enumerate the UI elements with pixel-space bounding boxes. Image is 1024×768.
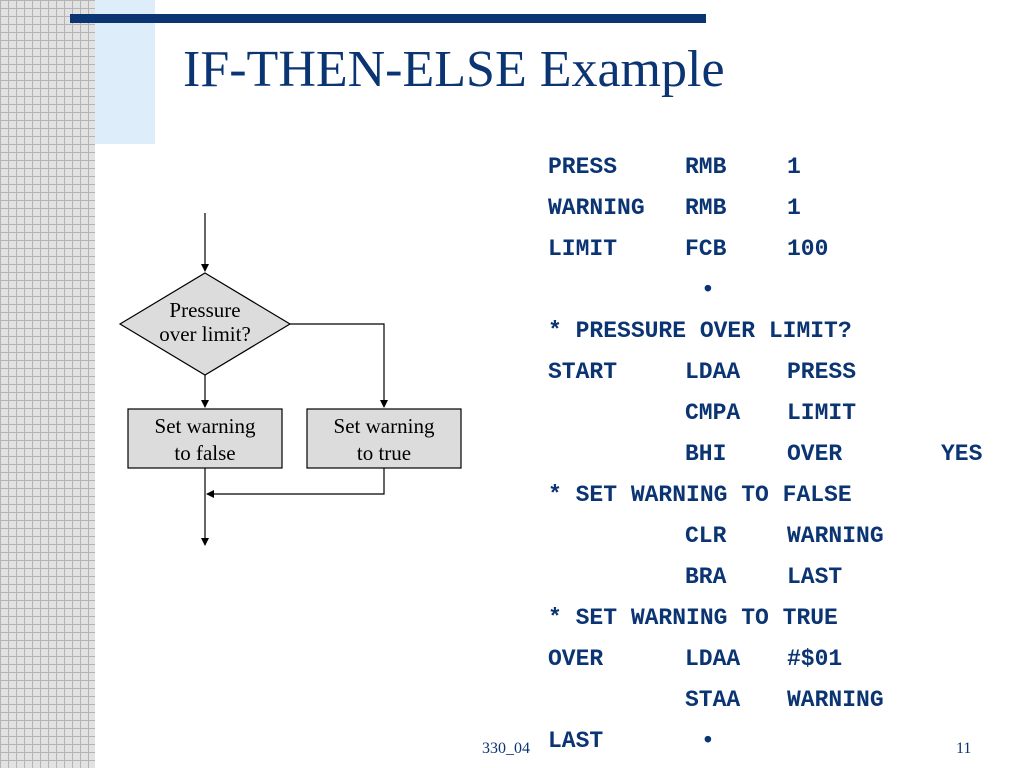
code-label: OVER	[548, 646, 604, 672]
code-opcode: CMPA	[685, 400, 741, 426]
code-opcode: STAA	[685, 687, 741, 713]
yes-branch-arrow	[290, 323, 388, 408]
code-operand: LAST	[787, 564, 843, 590]
code-label: WARNING	[548, 195, 645, 221]
code-operand: #$01	[787, 646, 843, 672]
code-label: LIMIT	[548, 236, 618, 262]
code-operand: WARNING	[787, 687, 884, 713]
false-box-line2: to false	[174, 441, 235, 465]
accent-block	[95, 0, 155, 144]
code-operand: OVER	[787, 441, 843, 467]
title-bar	[70, 14, 706, 23]
code-operand: PRESS	[787, 359, 857, 385]
code-label: PRESS	[548, 154, 618, 180]
page-number: 11	[956, 740, 972, 757]
footer-course-code: 330_04	[482, 740, 530, 757]
code-comment-text: * SET WARNING TO TRUE	[548, 605, 838, 631]
code-opcode: BRA	[685, 564, 727, 590]
merge-arrow	[206, 468, 385, 498]
code-operand: 100	[787, 236, 829, 262]
true-box-line1: Set warning	[334, 414, 435, 438]
decision-label-line2: over limit?	[159, 322, 251, 346]
code-annotation: YES	[941, 441, 983, 467]
code-label: START	[548, 359, 618, 385]
decision-label-line1: Pressure	[169, 298, 240, 322]
code-comment-text: * PRESSURE OVER LIMIT?	[548, 318, 852, 344]
code-operand: 1	[787, 195, 801, 221]
code-label: LAST	[548, 728, 604, 754]
code-opcode: CLR	[685, 523, 727, 549]
code-opcode: RMB	[685, 195, 727, 221]
code-operand: 1	[787, 154, 801, 180]
set-warning-true-box	[306, 408, 462, 469]
code-opcode: FCB	[685, 236, 727, 262]
code-opcode: LDAA	[685, 646, 741, 672]
grid-side-pattern	[0, 0, 95, 768]
false-box-line1: Set warning	[155, 414, 256, 438]
slide-title: IF-THEN-ELSE Example	[183, 41, 725, 98]
true-box-line2: to true	[357, 441, 411, 465]
code-opcode: BHI	[685, 441, 727, 467]
code-comment-text: * SET WARNING TO FALSE	[548, 482, 852, 508]
code-operand: WARNING	[787, 523, 884, 549]
set-warning-false-box	[127, 408, 283, 469]
code-opcode: LDAA	[685, 359, 741, 385]
ellipsis-dot: •	[701, 277, 715, 303]
ellipsis-dot: •	[701, 728, 715, 754]
code-opcode: RMB	[685, 154, 727, 180]
code-operand: LIMIT	[787, 400, 857, 426]
